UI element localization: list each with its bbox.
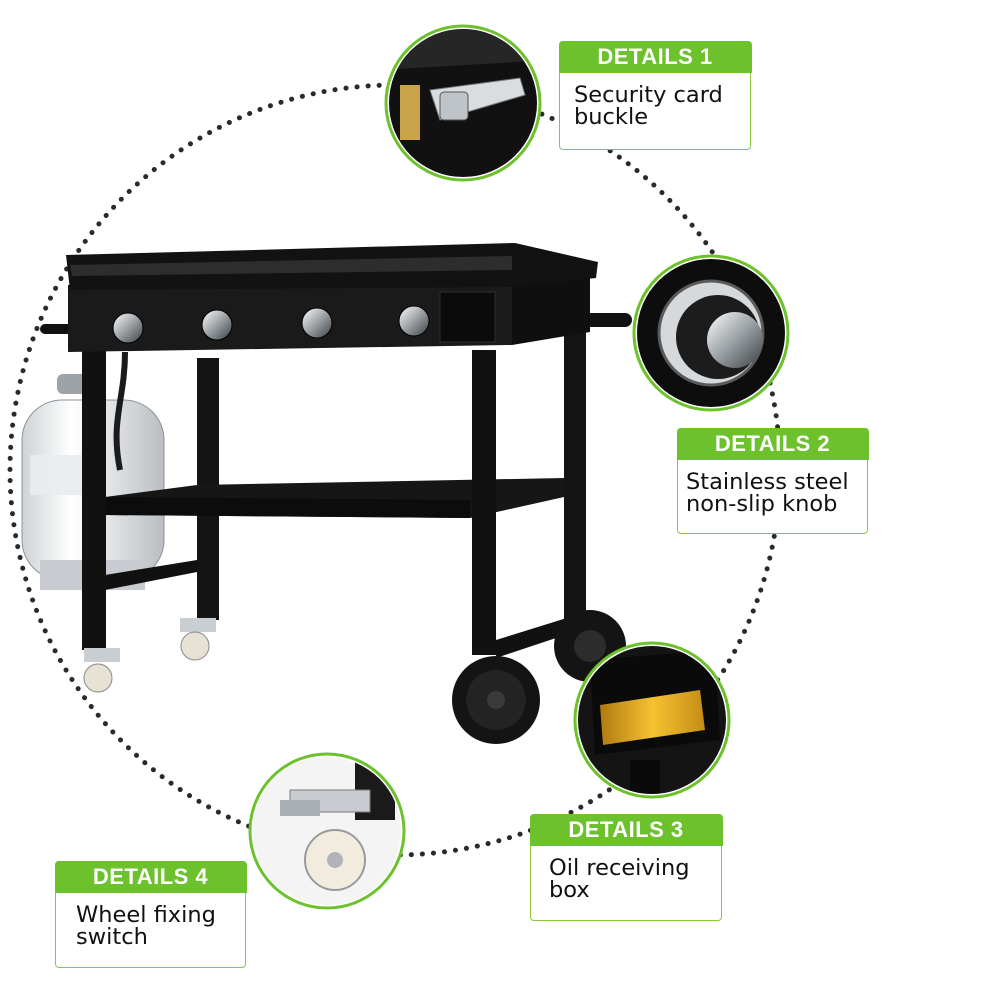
details-2-heading: DETAILS 2 bbox=[676, 427, 869, 460]
details-1-callout: DETAILS 1 Security card buckle bbox=[558, 40, 752, 150]
caster-wheels-image bbox=[83, 618, 216, 693]
detail-1-image bbox=[384, 24, 542, 182]
griddle-grill-image bbox=[21, 243, 632, 744]
details-4-callout: DETAILS 4 Wheel fixing switch bbox=[54, 860, 247, 968]
detail-2-image bbox=[632, 254, 790, 412]
details-1-description: Security card buckle bbox=[574, 82, 723, 130]
detail-3-image bbox=[573, 641, 731, 799]
details-3-callout: DETAILS 3 Oil receiving box bbox=[529, 813, 723, 921]
details-2-callout: DETAILS 2 Stainless steel non-slip knob bbox=[676, 427, 869, 534]
details-1-heading: DETAILS 1 bbox=[558, 40, 752, 73]
details-3-description: Oil receiving box bbox=[549, 855, 690, 903]
details-3-heading: DETAILS 3 bbox=[529, 813, 723, 846]
details-4-description: Wheel fixing switch bbox=[76, 902, 216, 950]
details-4-heading: DETAILS 4 bbox=[54, 860, 247, 893]
details-2-description: Stainless steel non-slip knob bbox=[686, 469, 849, 517]
detail-4-image bbox=[248, 752, 406, 910]
control-knobs-image bbox=[112, 305, 430, 344]
